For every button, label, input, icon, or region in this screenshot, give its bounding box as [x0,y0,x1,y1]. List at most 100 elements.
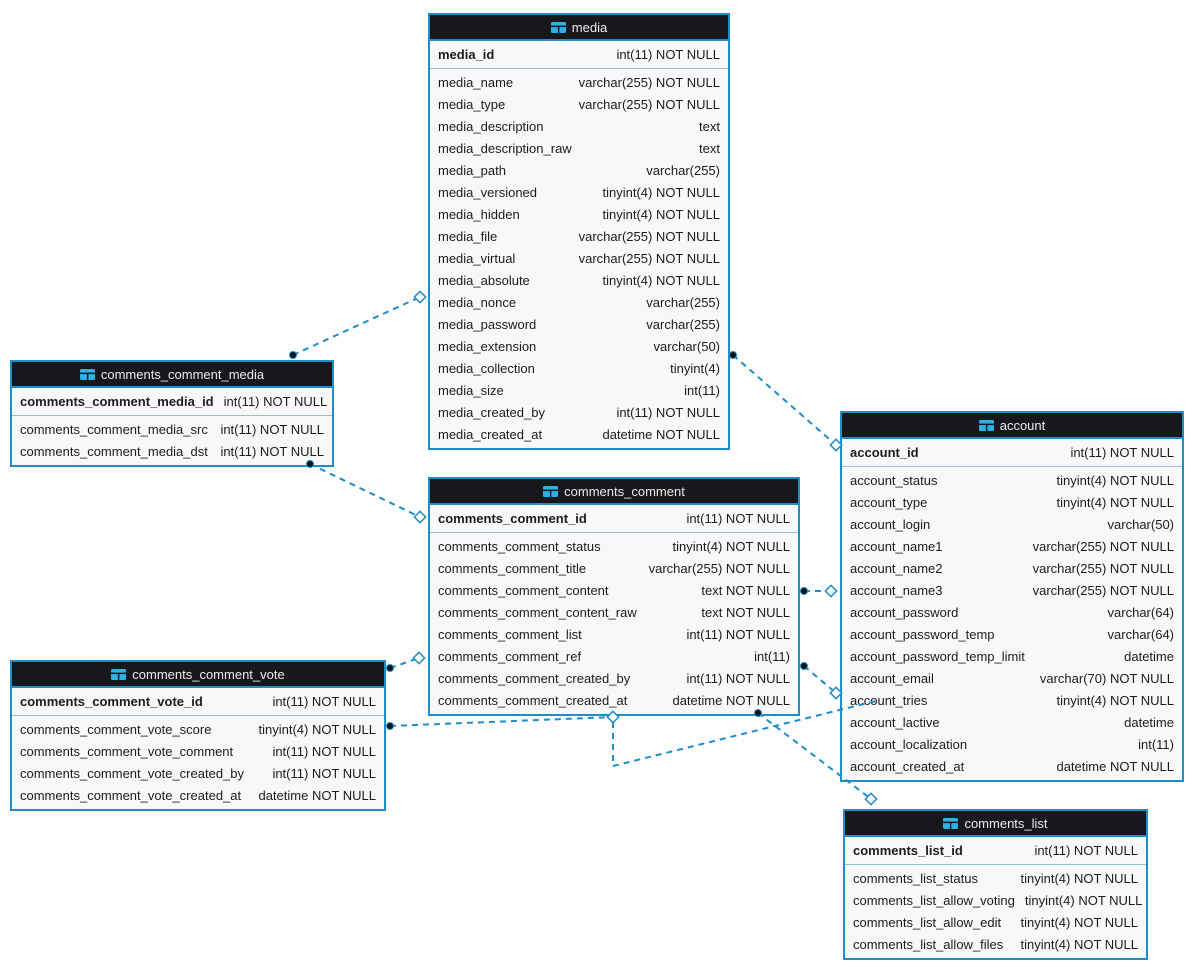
table-row[interactable]: media_created_at datetime NOT NULL [430,424,728,446]
table-row[interactable]: media_size int(11) [430,380,728,402]
table-row-primary-key[interactable]: comments_comment_vote_id int(11) NOT NUL… [12,688,384,716]
relation-line-media-to-account [732,354,837,446]
table-comments_comment_vote[interactable]: comments_comment_vote comments_comment_v… [10,660,386,811]
column-type: int(11) [754,649,790,664]
table-row[interactable]: account_type tinyint(4) NOT NULL [842,492,1182,514]
table-row[interactable]: media_password varchar(255) [430,314,728,336]
table-header[interactable]: media [430,15,728,41]
relation-diamond-endpoint [864,792,878,806]
column-name: account_type [850,495,928,510]
table-row[interactable]: media_nonce varchar(255) [430,292,728,314]
column-name: media_hidden [438,207,520,222]
table-row[interactable]: media_collection tinyint(4) [430,358,728,380]
table-row-primary-key[interactable]: comments_list_id int(11) NOT NULL [845,837,1146,865]
relation-line-comments_comment_media-to-comments_comment [309,463,421,518]
table-row[interactable]: account_login varchar(50) [842,514,1182,536]
column-name: comments_comment_media_src [20,422,208,437]
table-row[interactable]: comments_comment_title varchar(255) NOT … [430,558,798,580]
column-type: varchar(50) [1107,517,1174,532]
table-comments_comment[interactable]: comments_comment comments_comment_id int… [428,477,800,716]
table-row[interactable]: comments_comment_created_by int(11) NOT … [430,668,798,690]
column-name: media_size [438,383,504,398]
column-type: int(11) NOT NULL [220,444,324,459]
table-comments_list[interactable]: comments_list comments_list_id int(11) N… [843,809,1148,960]
table-row[interactable]: comments_list_allow_files tinyint(4) NOT… [845,934,1146,956]
table-row[interactable]: comments_list_status tinyint(4) NOT NULL [845,868,1146,890]
table-row[interactable]: account_created_at datetime NOT NULL [842,756,1182,778]
table-row[interactable]: comments_comment_created_at datetime NOT… [430,690,798,712]
column-name: comments_comment_media_dst [20,444,208,459]
table-row[interactable]: account_localization int(11) [842,734,1182,756]
table-icon [550,21,566,33]
table-header[interactable]: comments_comment_media [12,362,332,388]
table-row[interactable]: comments_comment_vote_score tinyint(4) N… [12,719,384,741]
table-title: account [999,417,1046,433]
table-row[interactable]: account_password varchar(64) [842,602,1182,624]
table-header[interactable]: comments_comment_vote [12,662,384,688]
table-row-primary-key[interactable]: account_id int(11) NOT NULL [842,439,1182,467]
table-row[interactable]: comments_comment_vote_created_at datetim… [12,785,384,807]
table-row[interactable]: comments_comment_content text NOT NULL [430,580,798,602]
table-row[interactable]: account_name3 varchar(255) NOT NULL [842,580,1182,602]
table-row[interactable]: media_type varchar(255) NOT NULL [430,94,728,116]
table-row[interactable]: account_name2 varchar(255) NOT NULL [842,558,1182,580]
column-name: account_email [850,671,934,686]
table-comments_comment_media[interactable]: comments_comment_media comments_comment_… [10,360,334,467]
table-row-primary-key[interactable]: media_id int(11) NOT NULL [430,41,728,69]
table-row[interactable]: media_path varchar(255) [430,160,728,182]
column-name: account_tries [850,693,928,708]
table-row-primary-key[interactable]: comments_comment_media_id int(11) NOT NU… [12,388,332,416]
table-row[interactable]: comments_comment_vote_created_by int(11)… [12,763,384,785]
table-header[interactable]: comments_list [845,811,1146,837]
table-row[interactable]: account_password_temp_limit datetime [842,646,1182,668]
table-row[interactable]: media_name varchar(255) NOT NULL [430,72,728,94]
table-row[interactable]: media_description text [430,116,728,138]
table-row-primary-key[interactable]: comments_comment_id int(11) NOT NULL [430,505,798,533]
table-row[interactable]: media_created_by int(11) NOT NULL [430,402,728,424]
table-row[interactable]: media_versioned tinyint(4) NOT NULL [430,182,728,204]
table-row[interactable]: account_email varchar(70) NOT NULL [842,668,1182,690]
column-name: media_description_raw [438,141,572,156]
column-name: comments_comment_created_by [438,671,631,686]
column-type: tinyint(4) NOT NULL [602,273,720,288]
table-row[interactable]: comments_comment_status tinyint(4) NOT N… [430,536,798,558]
table-row[interactable]: account_tries tinyint(4) NOT NULL [842,690,1182,712]
column-type: tinyint(4) NOT NULL [602,207,720,222]
column-name: comments_comment_created_at [438,693,628,708]
column-type: datetime NOT NULL [1056,759,1174,774]
table-row[interactable]: media_absolute tinyint(4) NOT NULL [430,270,728,292]
column-name: comments_comment_vote_comment [20,744,234,759]
column-type: varchar(64) [1107,627,1174,642]
table-row[interactable]: media_description_raw text [430,138,728,160]
column-type: int(11) [1138,737,1174,752]
table-row[interactable]: comments_comment_media_src int(11) NOT N… [12,419,332,441]
table-media[interactable]: media media_id int(11) NOT NULL media_na… [428,13,730,450]
column-type: tinyint(4) [670,361,720,376]
table-row[interactable]: comments_list_allow_voting tinyint(4) NO… [845,890,1146,912]
column-type: varchar(255) NOT NULL [1032,561,1174,576]
table-row[interactable]: comments_comment_media_dst int(11) NOT N… [12,441,332,463]
table-row[interactable]: comments_comment_content_raw text NOT NU… [430,602,798,624]
table-row[interactable]: media_virtual varchar(255) NOT NULL [430,248,728,270]
table-row[interactable]: comments_comment_list int(11) NOT NULL [430,624,798,646]
table-row[interactable]: account_lactive datetime [842,712,1182,734]
table-title: comments_comment_media [100,366,265,382]
column-name: comments_comment_ref [438,649,582,664]
table-row[interactable]: media_file varchar(255) NOT NULL [430,226,728,248]
table-row[interactable]: comments_comment_vote_comment int(11) NO… [12,741,384,763]
column-name: media_extension [438,339,537,354]
table-row[interactable]: media_extension varchar(50) [430,336,728,358]
table-account[interactable]: account account_id int(11) NOT NULL acco… [840,411,1184,782]
table-header[interactable]: account [842,413,1182,439]
table-row[interactable]: account_name1 varchar(255) NOT NULL [842,536,1182,558]
table-row[interactable]: account_password_temp varchar(64) [842,624,1182,646]
table-row[interactable]: media_hidden tinyint(4) NOT NULL [430,204,728,226]
relation-dot-endpoint [729,351,737,359]
table-row[interactable]: account_status tinyint(4) NOT NULL [842,470,1182,492]
relation-line-comments_comment_vote-to-comments_comment [389,657,420,669]
column-type: datetime NOT NULL [602,427,720,442]
table-row[interactable]: comments_comment_ref int(11) [430,646,798,668]
column-type: tinyint(4) NOT NULL [1056,473,1174,488]
table-header[interactable]: comments_comment [430,479,798,505]
table-row[interactable]: comments_list_allow_edit tinyint(4) NOT … [845,912,1146,934]
